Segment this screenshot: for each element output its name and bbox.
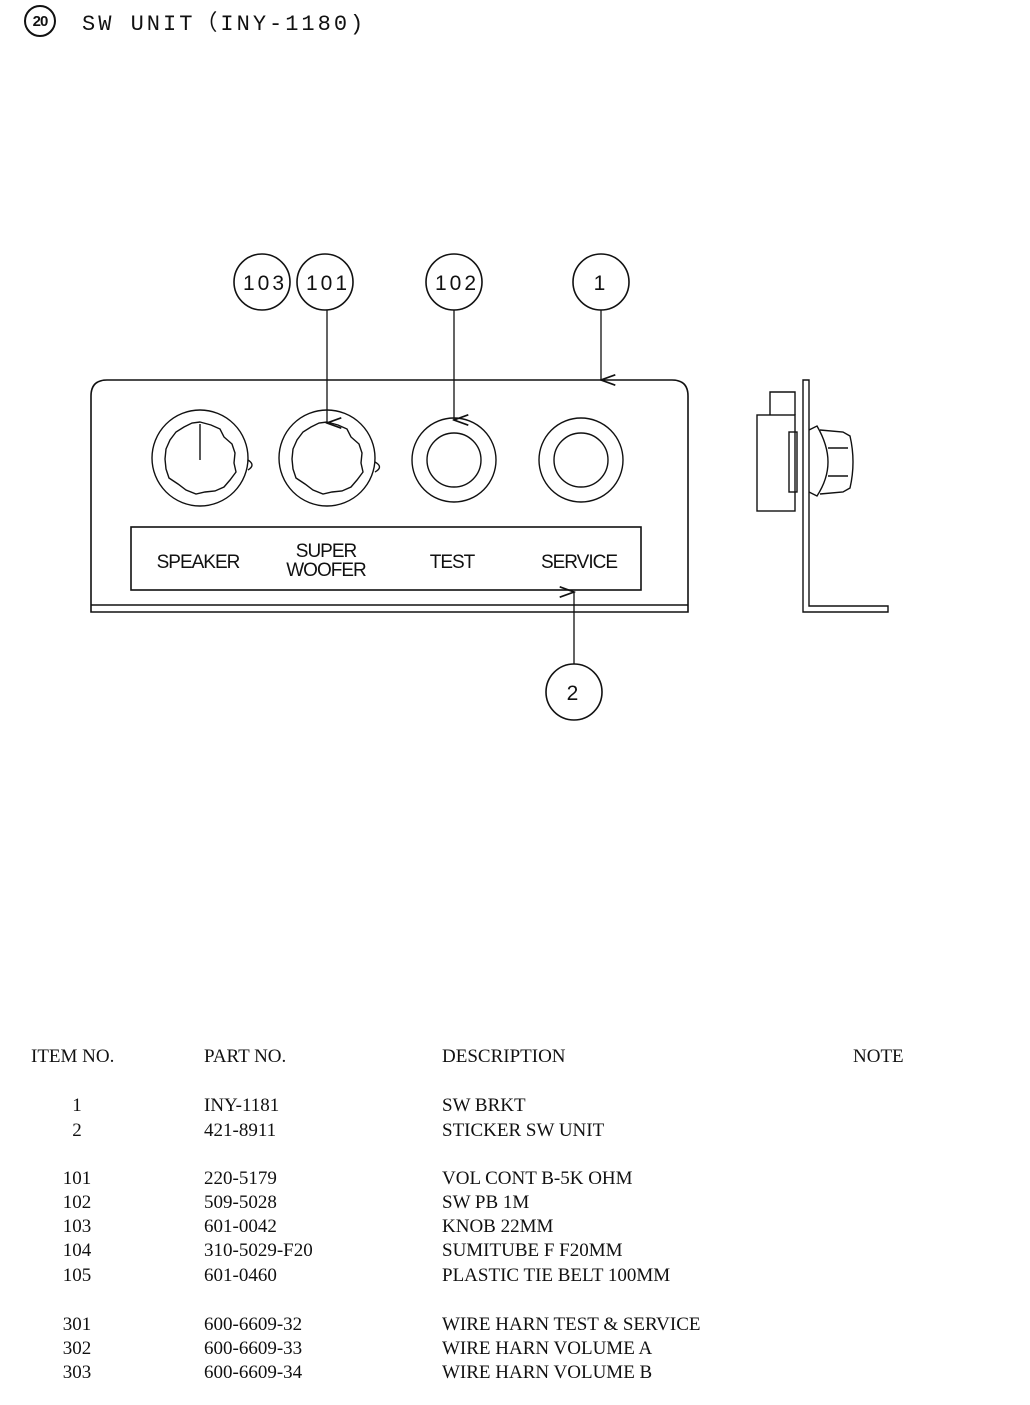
description: PLASTIC TIE BELT 100MM <box>442 1265 671 1286</box>
description: SW BRKT <box>442 1095 526 1116</box>
description: WIRE HARN TEST & SERVICE <box>442 1314 701 1335</box>
sticker-label-test: TEST <box>430 552 476 573</box>
callout-103-circle <box>233 253 291 311</box>
diagram-header: 20 SW UNIT（INY-1180) <box>24 5 367 37</box>
header-description: DESCRIPTION <box>442 1046 566 1067</box>
part-no: 601-0042 <box>204 1216 277 1237</box>
item-no: 303 <box>62 1362 92 1383</box>
item-no: 102 <box>62 1192 92 1213</box>
part-no: 600-6609-33 <box>204 1338 303 1359</box>
part-no: 600-6609-32 <box>204 1314 303 1335</box>
diagram-title: SW UNIT（INY-1180) <box>82 12 367 37</box>
item-no: 1 <box>72 1095 82 1116</box>
header-note: NOTE <box>853 1046 904 1067</box>
item-no: 104 <box>62 1240 92 1261</box>
part-no: 509-5028 <box>204 1192 277 1213</box>
description: VOL CONT B-5K OHM <box>442 1168 633 1189</box>
item-no: 301 <box>62 1314 92 1335</box>
callout-103-label: 103 <box>243 272 287 295</box>
description: WIRE HARN VOLUME A <box>442 1338 653 1359</box>
sticker-label-speaker: SPEAKER <box>157 552 240 573</box>
header-item-no: ITEM NO. <box>31 1046 115 1067</box>
callout-1-label: 1 <box>594 272 609 295</box>
speaker-knob-icon <box>151 409 253 507</box>
section-number-badge: 20 <box>24 5 56 37</box>
part-no: 220-5179 <box>204 1168 277 1189</box>
callout-101-label: 101 <box>306 272 350 295</box>
part-no: 310-5029-F20 <box>204 1240 313 1261</box>
description: SW PB 1M <box>442 1192 530 1213</box>
item-no: 105 <box>62 1265 92 1286</box>
callout-2-label: 2 <box>567 682 582 705</box>
description: SUMITUBE F F20MM <box>442 1240 623 1261</box>
item-no: 302 <box>62 1338 92 1359</box>
description: WIRE HARN VOLUME B <box>442 1362 653 1383</box>
super-woofer-knob-icon <box>278 409 381 507</box>
part-no: 601-0460 <box>204 1265 277 1286</box>
test-button-icon <box>411 417 497 503</box>
description: KNOB 22MM <box>442 1216 554 1237</box>
item-no: 2 <box>72 1120 82 1141</box>
sticker-label-service: SERVICE <box>541 552 617 573</box>
header-part-no: PART NO. <box>204 1046 287 1067</box>
item-no: 103 <box>62 1216 92 1237</box>
item-no: 101 <box>62 1168 92 1189</box>
sw-unit-drawing: SPEAKER SUPER WOOFER TEST SERVICE 103 10… <box>90 253 889 721</box>
sticker-label-super: SUPER <box>296 541 357 562</box>
callout-102-label: 102 <box>435 272 479 295</box>
sticker-outline <box>130 526 642 591</box>
sticker-label-woofer: WOOFER <box>286 560 366 581</box>
description: STICKER SW UNIT <box>442 1120 605 1141</box>
front-panel <box>90 379 689 613</box>
callout-101-circle <box>296 253 354 311</box>
parts-table: ITEM NO. PART NO. DESCRIPTION NOTE 1 INY… <box>0 1046 1030 1386</box>
service-button-icon <box>538 417 624 503</box>
part-no: 421-8911 <box>204 1120 277 1141</box>
part-no: 600-6609-34 <box>204 1362 303 1383</box>
side-view-drawing <box>756 379 889 613</box>
part-no: INY-1181 <box>204 1095 280 1116</box>
